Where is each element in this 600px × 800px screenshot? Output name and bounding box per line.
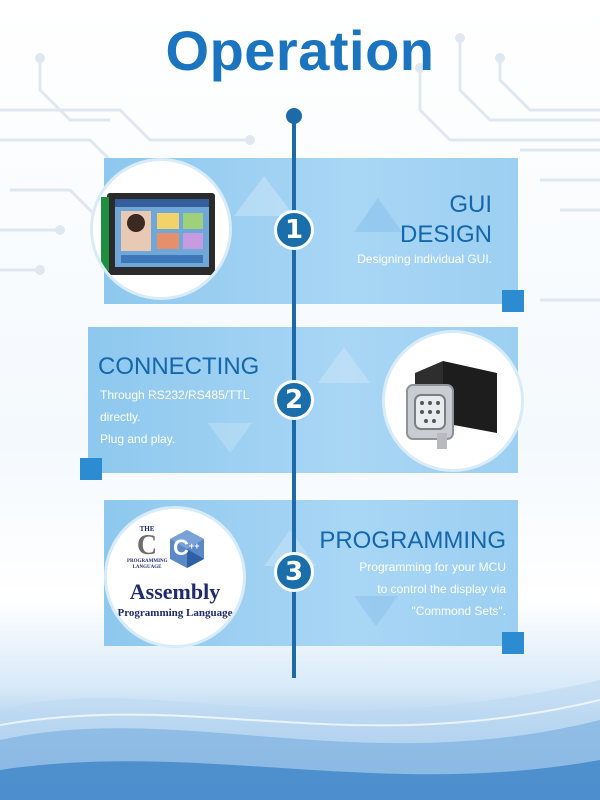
touch-display-photo [90, 158, 232, 300]
decor-triangle [234, 176, 294, 216]
timeline-start-dot [286, 108, 302, 124]
step-number-3: 3 [274, 552, 314, 592]
description-line: "Commond Sets". [411, 604, 506, 618]
serial-connector-photo [382, 330, 524, 472]
decor-triangle [354, 596, 398, 626]
step-description-programming: Programming for your MCU to control the … [316, 556, 506, 622]
description-line: Programming for your MCU [359, 560, 506, 574]
logo-text: C [173, 535, 189, 560]
heading-line: GUI [449, 191, 492, 218]
decor-triangle [354, 198, 402, 232]
description-line: directly. [100, 410, 141, 424]
logo-text: PROGRAMMING [127, 559, 168, 564]
decor-triangle [318, 347, 370, 383]
step-heading-connecting: CONNECTING [98, 353, 260, 380]
step-description-gui: Designing individual GUI. [320, 248, 492, 270]
step-description-connecting: Through RS232/RS485/TTL directly. Plug a… [100, 384, 280, 450]
description-line: to control the display via [377, 582, 506, 596]
corner-square [502, 632, 524, 654]
corner-square [80, 458, 102, 480]
logo-text: THE [139, 525, 155, 533]
step-heading-programming: PROGRAMMING [319, 527, 506, 554]
logo-text: LANGUAGE [132, 565, 162, 570]
step-number-2: 2 [274, 380, 314, 420]
assembly-logo-subtitle: Programming Language [117, 607, 233, 619]
cpp-logo: C ++ [169, 529, 205, 569]
programming-language-logos: THE C PROGRAMMING LANGUAGE C ++ Assembly… [104, 506, 246, 648]
decor-triangle [208, 423, 252, 453]
heading-line: DESIGN [399, 221, 492, 248]
logo-text: ++ [189, 541, 200, 551]
assembly-logo-title: Assembly [129, 579, 221, 604]
logo-text: C [136, 530, 158, 561]
corner-square [502, 290, 524, 312]
step-number-1: 1 [274, 210, 314, 250]
step-heading-gui: GUI DESIGN [320, 190, 492, 250]
description-line: Designing individual GUI. [357, 252, 492, 266]
c-language-logo: THE C PROGRAMMING LANGUAGE [127, 525, 168, 571]
description-line: Through RS232/RS485/TTL [100, 388, 250, 402]
wave-background [0, 680, 600, 800]
page-title: Operation [165, 19, 435, 82]
description-line: Plug and play. [100, 432, 176, 446]
